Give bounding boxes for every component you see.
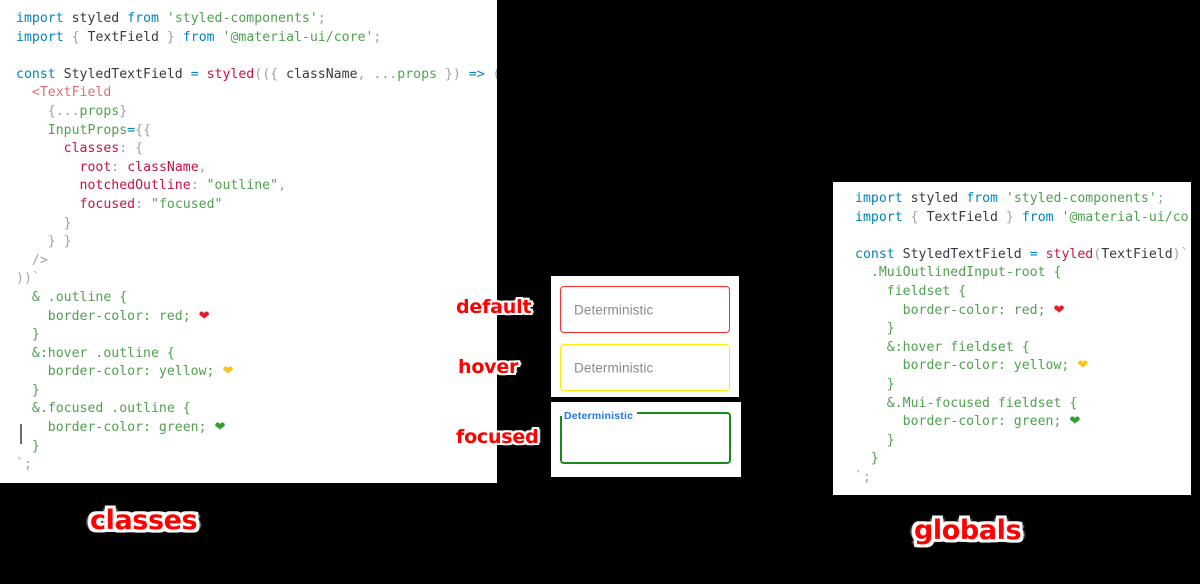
code-block-classes[interactable]: import styled from 'styled-components'; i… (16, 10, 497, 475)
code-line: } (870, 451, 879, 467)
code-panel-classes: import styled from 'styled-components'; i… (0, 0, 497, 483)
textfield-demo-bottom (551, 402, 741, 477)
code-line: & .outline { (31, 289, 128, 305)
textfield-focused-label: Deterministic (564, 410, 634, 422)
textfield-demo-top: Deterministic Deterministic (551, 276, 739, 397)
code-line: &.Mui-focused fieldset { (886, 395, 1078, 411)
code-line: InputProps={{ (47, 122, 152, 138)
code-line: border-color: red; ❤ (47, 308, 210, 324)
code-line: border-color: yellow; ❤ (47, 364, 234, 380)
caption-globals: globals (914, 515, 1022, 546)
code-line: } (886, 432, 895, 448)
textfield-focused-notch: Deterministic (560, 404, 638, 422)
code-block-globals[interactable]: import styled from 'styled-components'; i… (855, 190, 1191, 488)
code-line: import styled from 'styled-components'; (855, 191, 1165, 206)
code-line: } (886, 321, 895, 337)
code-line: .MuiOutlinedInput-root { (870, 265, 1062, 281)
code-line: notchedOutline: "outline", (79, 178, 287, 194)
annotation-default: default (456, 296, 532, 318)
annotation-focused: focused (456, 426, 539, 448)
code-line: const StyledTextField = styled(({ classN… (16, 66, 497, 82)
textfield-focused-caret (20, 424, 22, 444)
code-line: } } (47, 234, 72, 250)
code-line: &:hover fieldset { (886, 339, 1030, 355)
textfield-default-value: Deterministic (574, 302, 654, 317)
code-line: fieldset { (886, 283, 967, 299)
code-line: } (31, 382, 40, 398)
code-line: root: className, (79, 159, 207, 175)
code-line: } (31, 327, 40, 343)
textfield-hover[interactable]: Deterministic (560, 344, 730, 391)
code-line: &.focused .outline { (31, 401, 191, 417)
textfield-default[interactable]: Deterministic (560, 286, 730, 333)
code-panel-globals: import styled from 'styled-components'; i… (833, 182, 1191, 495)
caption-classes: classes (90, 505, 198, 536)
code-line: border-color: green; ❤ (902, 414, 1081, 430)
code-line: border-color: yellow; ❤ (902, 358, 1089, 374)
code-line (16, 47, 497, 66)
code-line: } (31, 438, 40, 454)
code-line: &:hover .outline { (31, 345, 175, 361)
annotation-hover: hover (458, 356, 519, 378)
code-line: focused: "focused" (79, 196, 223, 212)
code-line: import { TextField } from '@material-ui/… (855, 209, 1191, 225)
code-line: } (886, 376, 895, 392)
code-line: border-color: green; ❤ (47, 420, 226, 436)
textfield-hover-value: Deterministic (574, 360, 654, 375)
code-line: import styled from 'styled-components'; (16, 11, 326, 26)
textfield-focused[interactable] (560, 412, 731, 464)
code-line: /> (31, 252, 48, 268)
code-line: `; (855, 469, 871, 485)
code-line: classes: { (63, 141, 144, 157)
code-line: const StyledTextField = styled(TextField… (855, 246, 1189, 262)
code-line: } (63, 215, 72, 231)
code-line: {...props} (47, 103, 128, 119)
code-line: import { TextField } from '@material-ui/… (16, 29, 382, 45)
code-line (855, 227, 1191, 246)
code-line: border-color: red; ❤ (902, 302, 1065, 318)
code-line: <TextField (31, 85, 112, 101)
code-line: `; (16, 457, 32, 473)
code-line: ))` (16, 271, 40, 287)
